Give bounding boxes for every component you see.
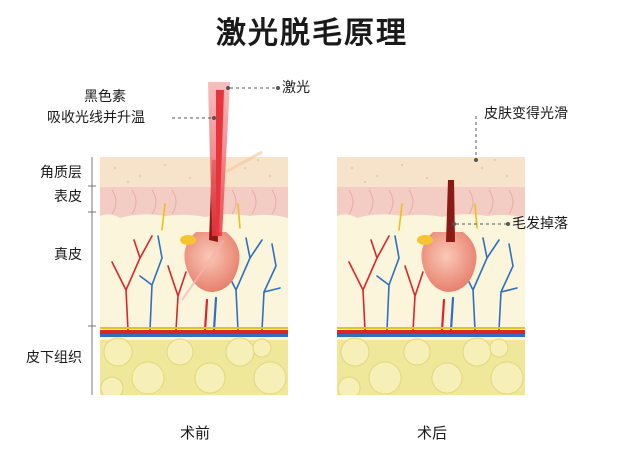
label-melanin-line1: 黑色素: [84, 89, 126, 105]
laser-spark: [225, 150, 263, 174]
epidermis-cells: [111, 189, 277, 215]
label-hair-falls: 毛发掉落: [512, 216, 568, 232]
laser-core: [216, 90, 224, 236]
page-title: 激光脱毛原理: [216, 16, 408, 51]
skin-section-after: [337, 157, 525, 395]
blood-vessels-before: [111, 203, 281, 332]
label-dermis: 真皮: [54, 247, 82, 263]
artery-line: [337, 330, 525, 334]
sebaceous-gland: [180, 235, 196, 245]
label-melanin-line2: 吸收光线并升温: [47, 110, 145, 126]
layer-bracket: [88, 157, 96, 395]
sebaceous-gland: [417, 235, 433, 245]
leader-dots: [212, 86, 510, 226]
label-laser: 激光: [282, 80, 310, 96]
nerve-line: [100, 327, 288, 329]
label-epidermis: 表皮: [54, 189, 82, 205]
fat-cells: [337, 337, 524, 395]
laser-glow: [181, 239, 225, 301]
caption-before: 术前: [179, 424, 210, 442]
skin-section-before: [100, 157, 288, 395]
leader-lines: [172, 87, 506, 225]
stratum-corneum-layer: [337, 157, 525, 187]
hair-shaft-after: [446, 180, 455, 242]
epidermis-layer: [337, 187, 525, 218]
fat-cells: [100, 337, 287, 395]
label-subcutaneous: 皮下组织: [26, 350, 82, 366]
label-skin-smooth: 皮肤变得光滑: [484, 106, 568, 122]
stratum-dots: [114, 159, 271, 183]
vein-line: [100, 334, 288, 337]
epidermis-layer: [100, 187, 288, 218]
artery-line: [100, 330, 288, 334]
nerve-line: [337, 327, 525, 329]
stratum-dots: [351, 159, 508, 183]
vein-line: [337, 334, 525, 337]
blood-vessels-after: [348, 203, 518, 332]
label-stratum-corneum: 角质层: [40, 165, 82, 181]
stratum-corneum-layer: [100, 157, 288, 187]
caption-after: 术后: [416, 424, 447, 442]
epidermis-cells: [348, 189, 514, 215]
hair-bulb-after: [421, 232, 477, 292]
